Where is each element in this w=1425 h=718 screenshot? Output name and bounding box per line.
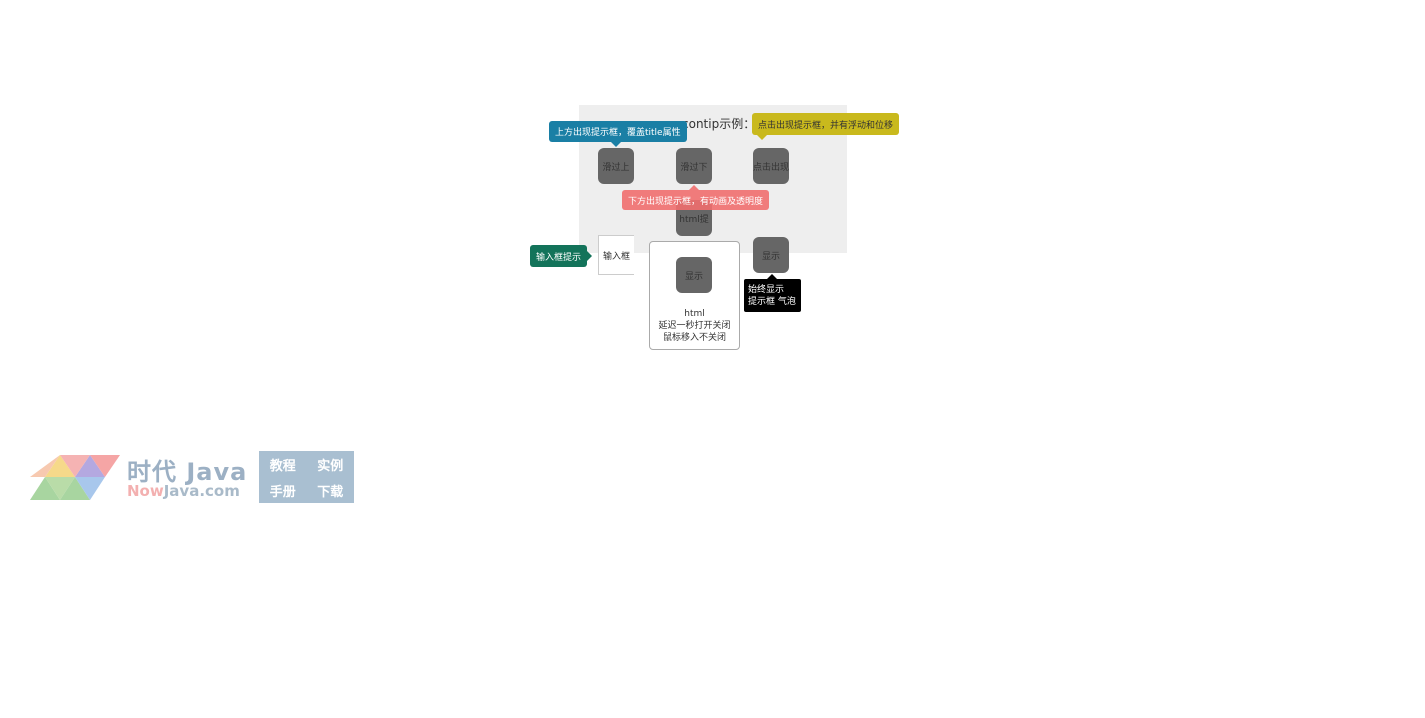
watermark-link-manual[interactable]: 手册 <box>269 484 296 500</box>
click-show-button[interactable]: 点击出现 <box>753 148 789 184</box>
html-popup[interactable]: 显示 html 延迟一秒打开关闭 鼠标移入不关闭 <box>649 241 740 350</box>
input-tooltip: 输入框提示 <box>530 245 593 267</box>
hover-up-button[interactable]: 滑过上 <box>598 148 634 184</box>
tip-input[interactable]: 输入框 <box>598 235 634 275</box>
watermark-link-examples[interactable]: 实例 <box>317 458 344 474</box>
watermark-links: 教程 实例 手册 下载 <box>259 451 354 503</box>
watermark-domain: NowJava.com <box>127 482 240 500</box>
popup-line3: 鼠标移入不关闭 <box>662 333 726 343</box>
watermark-title: 时代 Java <box>127 458 248 486</box>
page-heading: contip示例： <box>682 117 756 131</box>
top-tooltip: 上方出现提示框，覆盖title属性 <box>549 121 687 147</box>
popup-show-button[interactable]: 显示 <box>676 257 712 293</box>
popup-line2: 延迟一秒打开关闭 <box>658 321 731 331</box>
always-tooltip-line2: 提示框 气泡 <box>748 297 796 307</box>
hover-down-button[interactable]: 滑过下 <box>676 148 712 184</box>
always-tooltip: 始终显示 提示框 气泡 <box>744 274 801 312</box>
watermark-logo-icon <box>30 455 120 500</box>
watermark-link-download[interactable]: 下载 <box>317 484 344 500</box>
click-tooltip: 点击出现提示框，并有浮动和位移 <box>752 113 900 140</box>
always-show-button[interactable]: 显示 <box>753 237 789 273</box>
popup-line1: html <box>684 309 705 319</box>
bottom-tooltip: 下方出现提示框，有动画及透明度 <box>622 185 770 210</box>
always-tooltip-line1: 始终显示 <box>748 285 785 295</box>
watermark-link-tutorial[interactable]: 教程 <box>269 458 296 474</box>
